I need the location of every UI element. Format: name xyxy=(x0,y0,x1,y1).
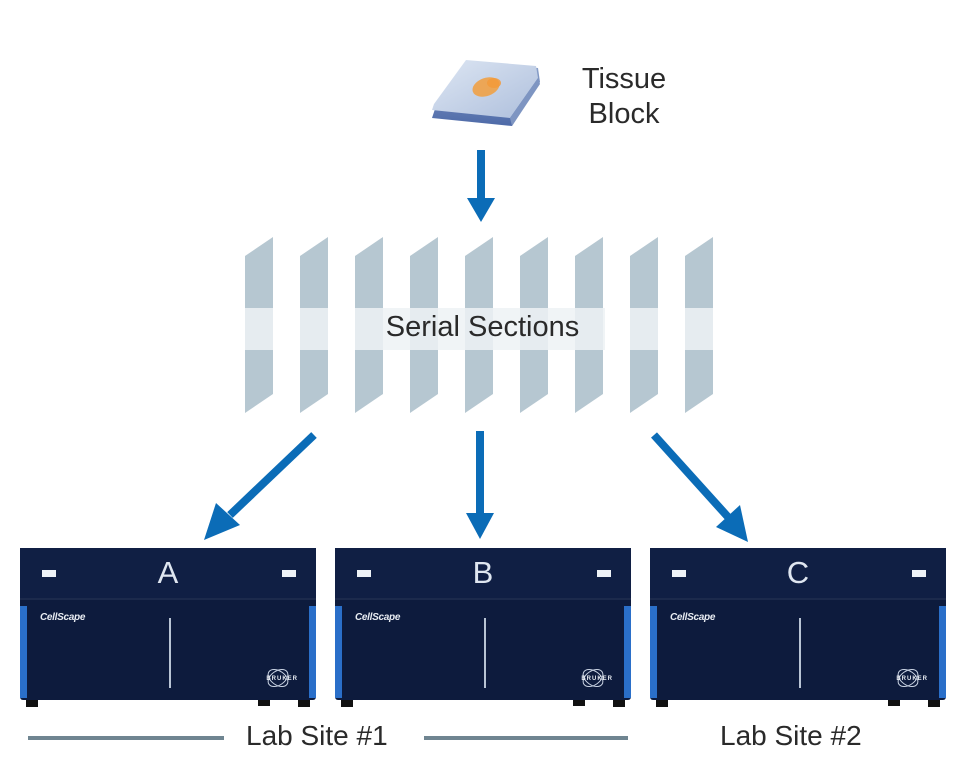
tissue-label-line1: Tissue xyxy=(581,63,667,95)
label-band xyxy=(355,308,605,350)
arrow-down-icon xyxy=(467,150,495,222)
bruker-logo: BRUKER xyxy=(266,676,298,682)
arrow-right-diagonal-icon xyxy=(651,432,748,542)
section-slice xyxy=(300,237,328,413)
cellscape-logo: CellScape xyxy=(355,612,401,623)
instrument-body xyxy=(335,548,631,707)
serial-sections-graphic xyxy=(245,237,713,413)
instrument-a: A CellScape BRUKER xyxy=(20,548,316,707)
indicator-light-left xyxy=(672,570,686,577)
instrument-letter: C xyxy=(786,555,810,590)
section-slice xyxy=(685,237,713,413)
instrument-body xyxy=(20,548,316,707)
site1-line-right xyxy=(424,736,628,740)
bruker-logo: BRUKER xyxy=(581,676,613,682)
indicator-light-right xyxy=(282,570,296,577)
instrument-letter: B xyxy=(472,555,494,590)
bruker-logo: BRUKER xyxy=(896,676,928,682)
lab-site-2-label: Lab Site #2 xyxy=(720,720,862,751)
serial-sections-label: Serial Sections xyxy=(385,311,580,343)
arrow-down-center-icon xyxy=(466,431,494,539)
arrow-left-diagonal-icon xyxy=(204,432,317,540)
indicator-light-left xyxy=(42,570,56,577)
site1-line-left xyxy=(28,736,224,740)
cellscape-logo: CellScape xyxy=(670,612,716,623)
instrument-body xyxy=(650,548,946,707)
indicator-light-right xyxy=(597,570,611,577)
instrument-c: C CellScape BRUKER xyxy=(650,548,946,707)
instrument-b: B CellScape BRUKER xyxy=(335,548,631,707)
lab-site-1-label: Lab Site #1 xyxy=(246,720,388,751)
cellscape-logo: CellScape xyxy=(40,612,86,623)
section-slice xyxy=(630,237,658,413)
arrows-to-instruments xyxy=(204,431,748,542)
indicator-light-right xyxy=(912,570,926,577)
tissue-label-line2: Block xyxy=(588,98,660,130)
instrument-letter: A xyxy=(157,555,179,590)
section-slice xyxy=(245,237,273,413)
tissue-block-label: Tissue Block xyxy=(578,62,670,132)
indicator-light-left xyxy=(357,570,371,577)
tissue-block-icon xyxy=(432,60,540,126)
